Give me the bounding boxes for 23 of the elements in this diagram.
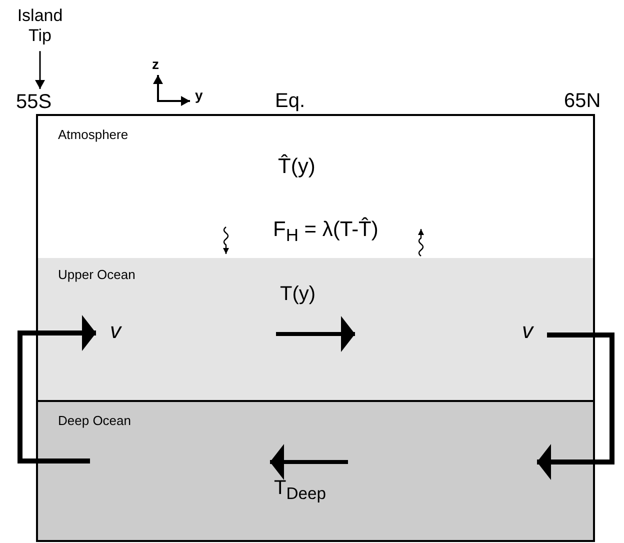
temperature-label: T̂(y) (278, 156, 316, 177)
axis-label: z (152, 57, 159, 71)
layer-title: Atmosphere (58, 128, 128, 141)
circulation-arrow (537, 332, 614, 480)
latitude-label: Eq. (275, 91, 306, 111)
axis-label: y (195, 88, 203, 102)
temperature-label: T(y) (280, 284, 316, 304)
place-label: Island Tip (12, 6, 68, 46)
latitude-label: 55S (16, 91, 52, 114)
layer-title: Upper Ocean (58, 268, 136, 281)
velocity-label: v (522, 320, 533, 342)
heat-flux-formula: F$_{H}$ = λ(T-T̂) (273, 219, 378, 245)
temperature-label: T$_{Deep}$ (274, 478, 326, 503)
circulation-arrow (18, 315, 96, 464)
heat-flux-arrow (418, 229, 424, 256)
deep-ocean-layer (36, 400, 595, 542)
velocity-label: v (110, 320, 121, 342)
layer-title: Deep Ocean (58, 414, 131, 427)
heat-flux-arrow (223, 226, 229, 254)
latitude-label: 65N (564, 91, 601, 111)
arrow (35, 51, 45, 89)
atmosphere-layer (36, 114, 595, 260)
upper-ocean-layer (36, 258, 595, 402)
